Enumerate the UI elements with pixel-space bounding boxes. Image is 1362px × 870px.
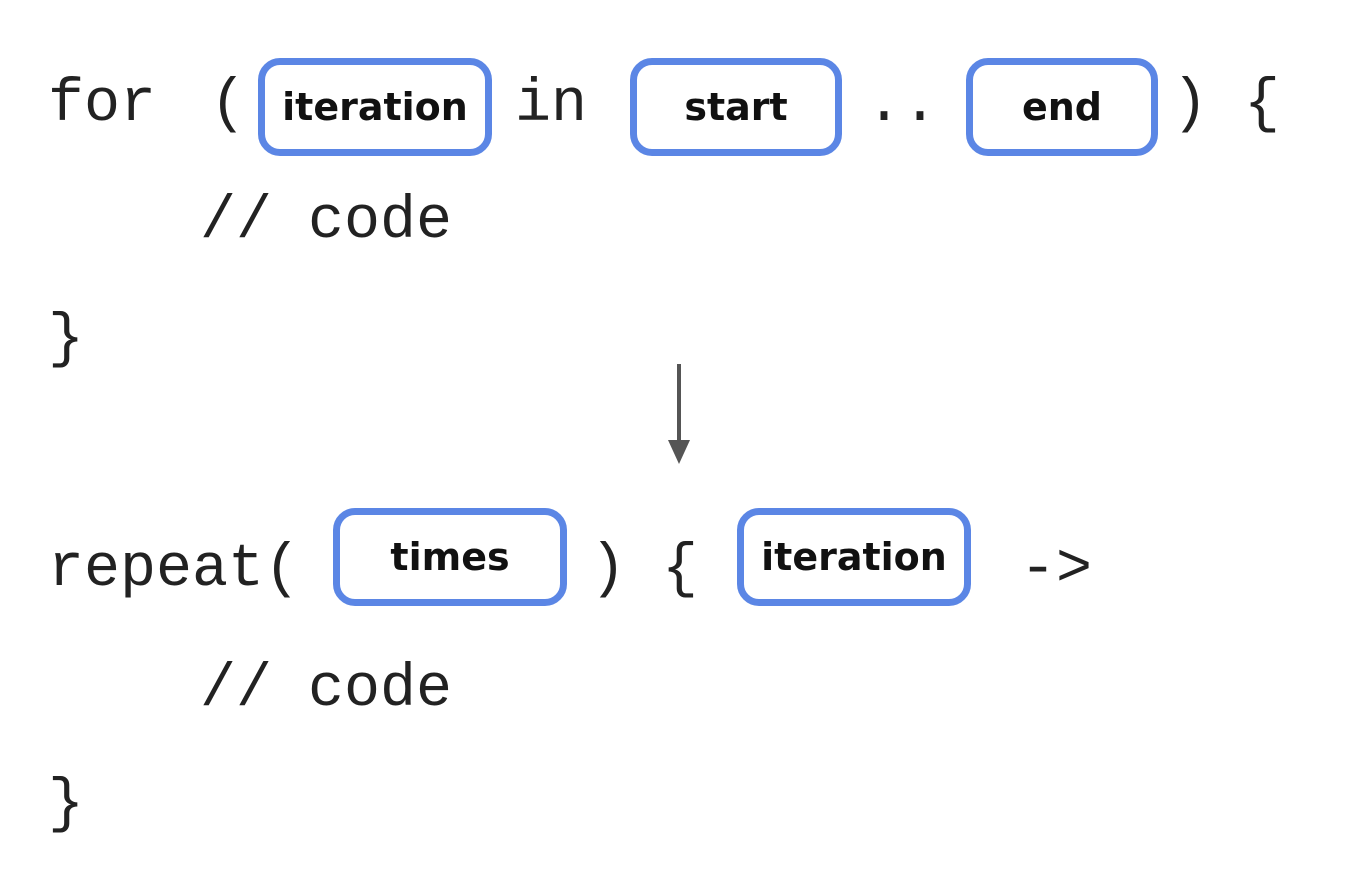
repeat-close-brace: } xyxy=(48,771,85,839)
start-label: start xyxy=(684,85,788,129)
transform-arrow xyxy=(668,364,690,464)
times-placeholder: times xyxy=(333,508,567,606)
arrow-head xyxy=(668,440,690,464)
iteration-label: iteration xyxy=(761,535,947,579)
range-operator: .. xyxy=(866,71,939,139)
end-placeholder: end xyxy=(966,58,1158,156)
iteration-placeholder-repeat: iteration xyxy=(737,508,971,606)
for-keyword: for xyxy=(48,71,157,139)
for-close-brace: } xyxy=(48,306,85,374)
for-body-comment: // code xyxy=(200,188,453,256)
iteration-placeholder-for: iteration xyxy=(258,58,492,156)
start-placeholder: start xyxy=(630,58,842,156)
for-close-paren-open-brace: ) { xyxy=(1172,71,1281,139)
for-open-paren: ( xyxy=(210,71,247,139)
in-keyword: in xyxy=(515,71,588,139)
lambda-arrow: -> xyxy=(1020,536,1093,604)
end-label: end xyxy=(1021,85,1103,129)
repeat-close-paren-open-brace: ) { xyxy=(590,536,699,604)
iteration-label: iteration xyxy=(282,85,468,129)
repeat-keyword: repeat( xyxy=(48,536,301,604)
times-label: times xyxy=(390,535,510,579)
repeat-body-comment: // code xyxy=(200,656,453,724)
